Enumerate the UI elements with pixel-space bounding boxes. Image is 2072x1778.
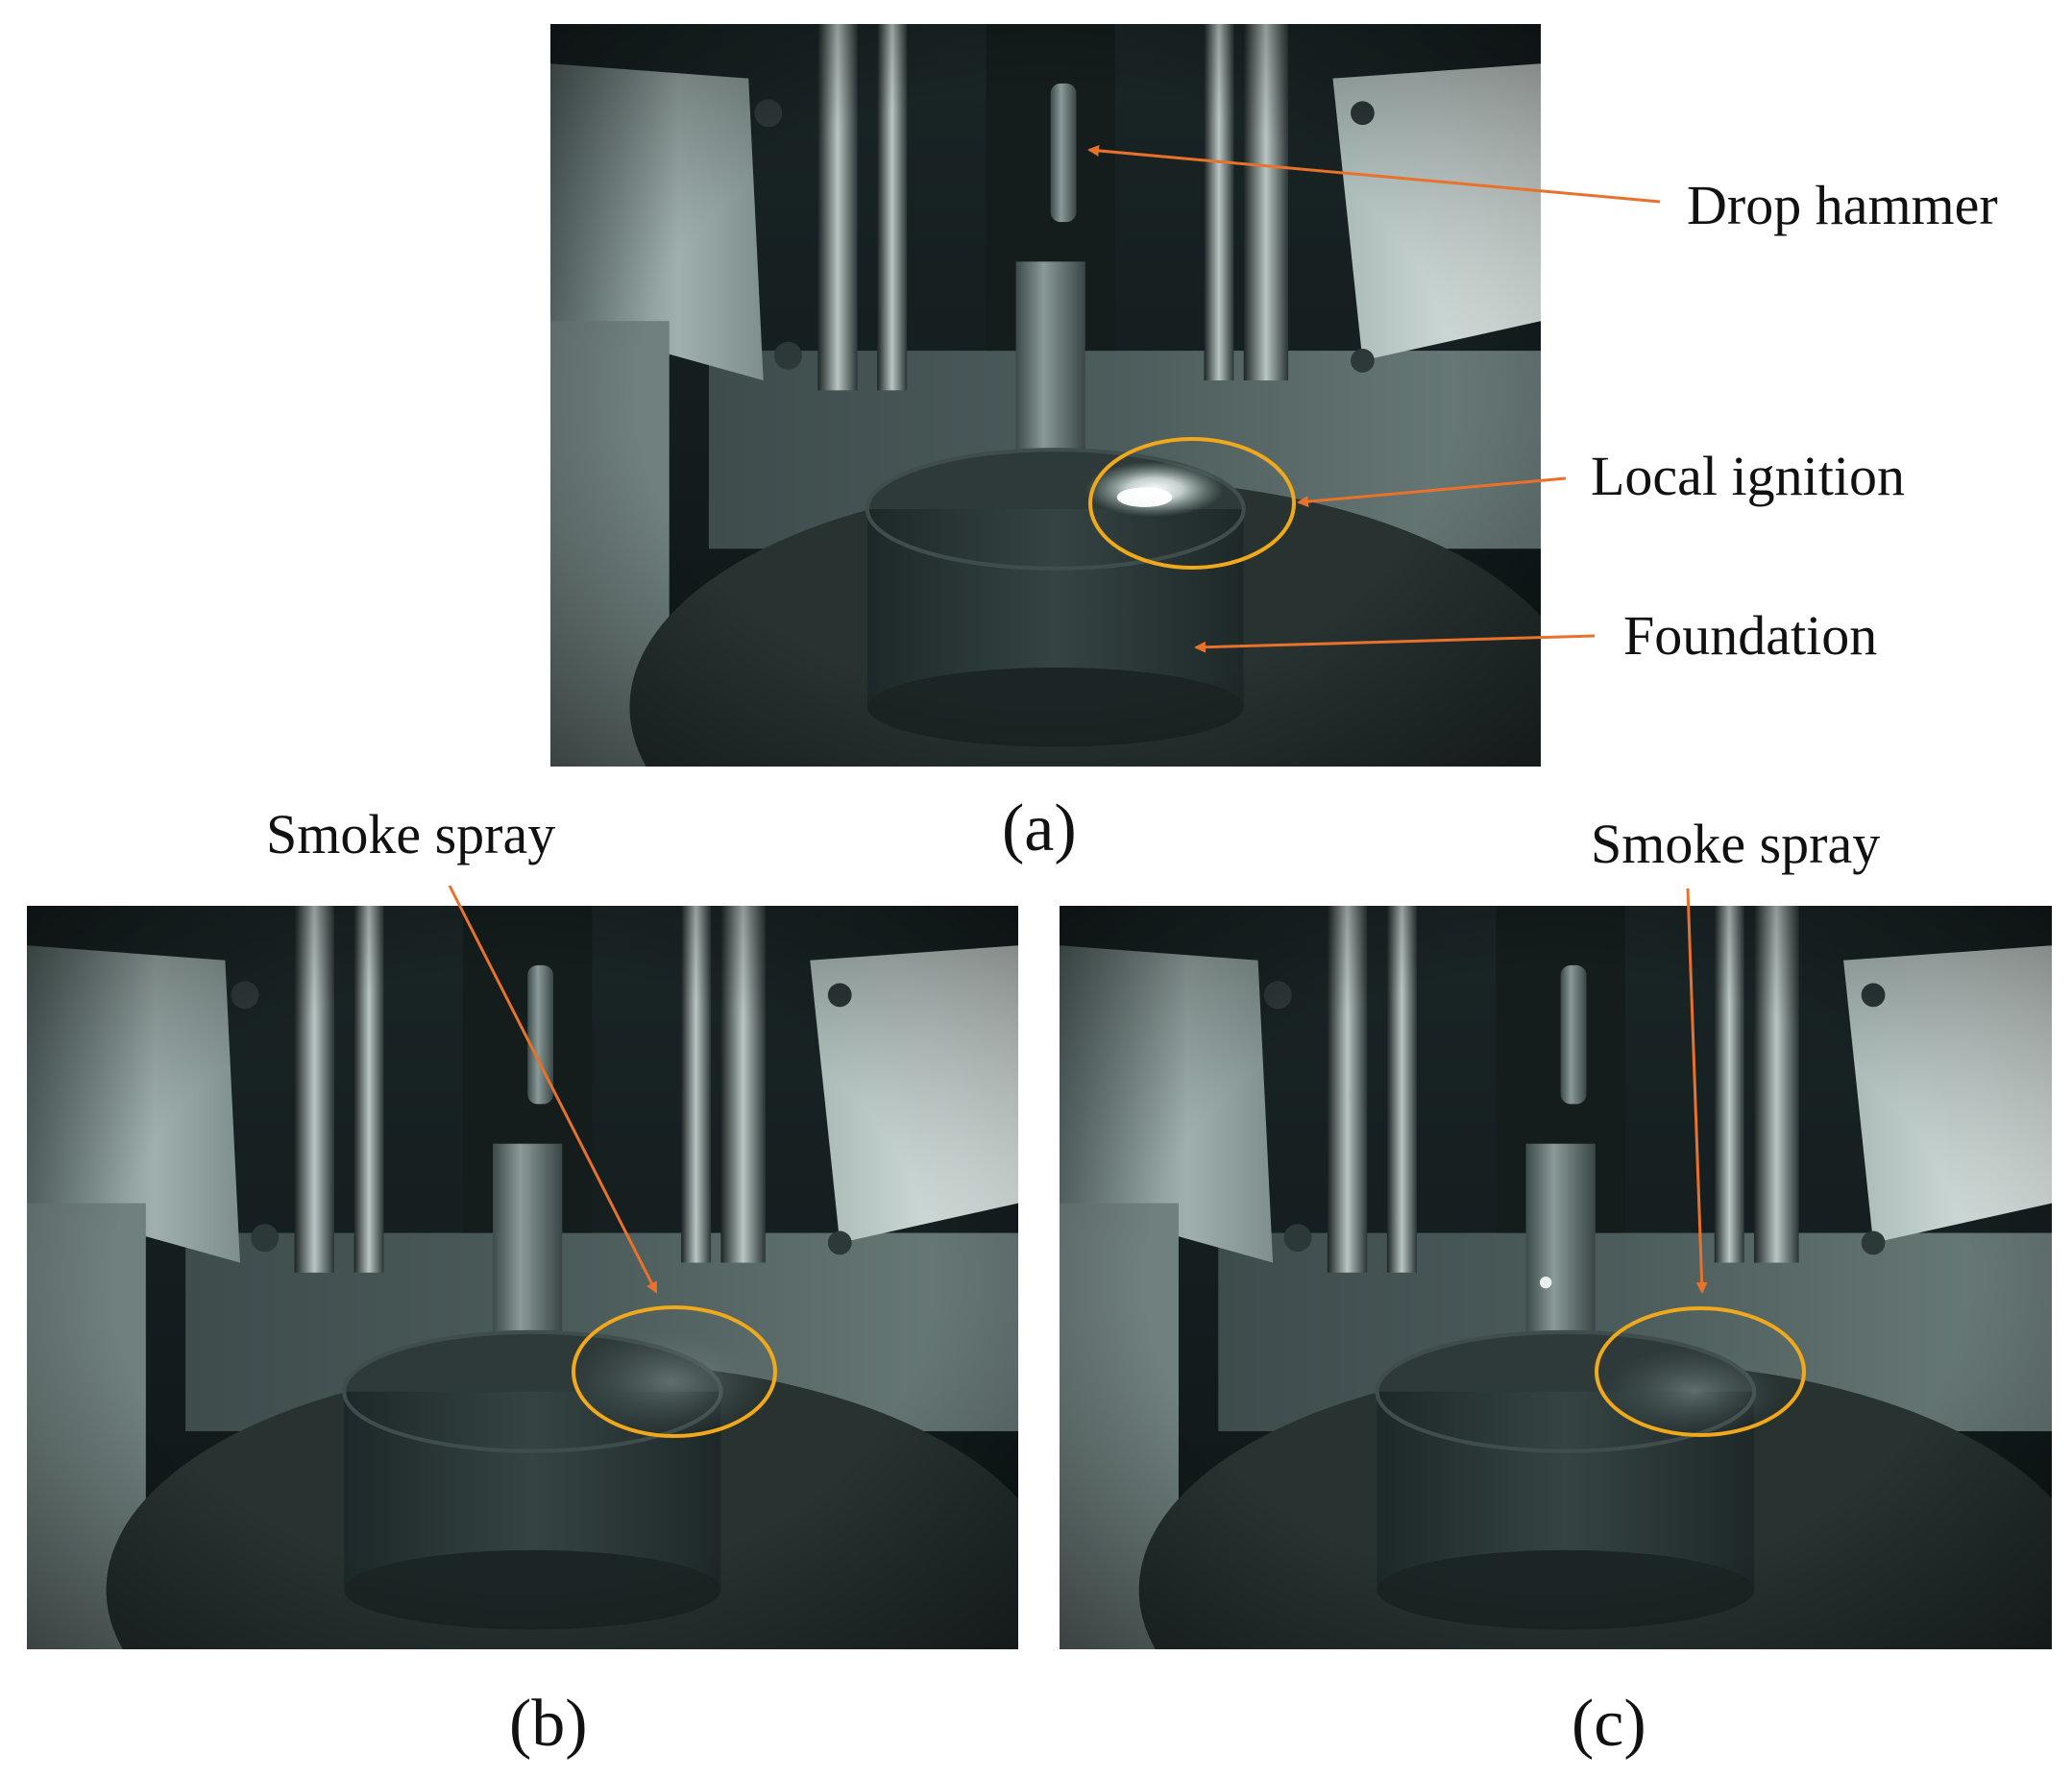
caption-a: (a) xyxy=(1002,792,1077,865)
smoke-cloud-c xyxy=(1605,1347,1785,1437)
photo-panel-b xyxy=(27,906,1018,1649)
caption-c: (c) xyxy=(1572,1687,1646,1761)
photo-panel-c xyxy=(1060,906,2052,1649)
smoke-cloud-b xyxy=(572,1327,770,1437)
photo-panel-a xyxy=(550,24,1541,767)
label-foundation: Foundation xyxy=(1623,604,1878,667)
label-local-ignition: Local ignition xyxy=(1591,445,1905,507)
caption-b: (b) xyxy=(509,1687,588,1761)
label-smoke-spray-c: Smoke spray xyxy=(1591,813,1881,875)
label-drop-hammer: Drop hammer xyxy=(1687,174,1998,236)
label-smoke-spray-b: Smoke spray xyxy=(266,803,556,865)
